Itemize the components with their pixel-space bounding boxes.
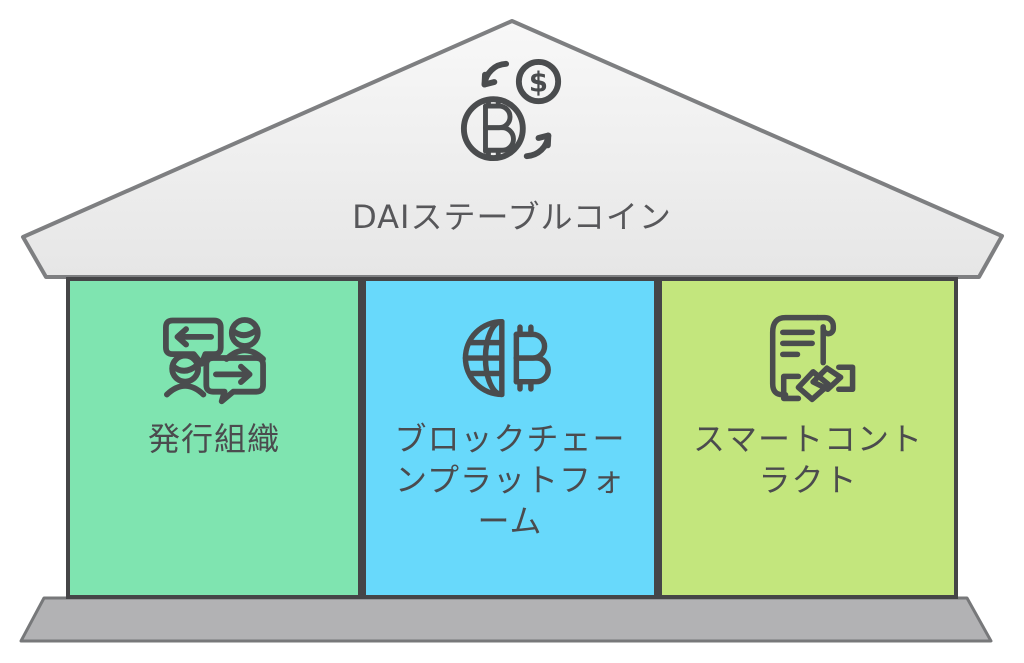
svg-text:$: $ — [529, 66, 548, 98]
globe-bitcoin-icon — [460, 307, 560, 409]
pillar-label-issuing-organization: 発行組織 — [147, 420, 280, 458]
pillar-label-smart-contract: スマートコント ラクト — [692, 420, 924, 499]
people-chat-icon — [161, 307, 267, 409]
base-shape — [19, 596, 993, 643]
page-title: DAIステーブルコイン — [352, 198, 672, 236]
pillar-blockchain-platform: ブロックチェー ンプラットフォ ーム — [362, 277, 658, 599]
currency-exchange-icon: $ — [458, 56, 566, 164]
pillar-issuing-organization: 発行組織 — [66, 277, 362, 599]
pillar-smart-contract: スマートコント ラクト — [658, 277, 958, 599]
contract-handshake-icon — [758, 307, 859, 409]
pillar-label-blockchain-platform: ブロックチェー ンプラットフォ ーム — [394, 420, 626, 540]
